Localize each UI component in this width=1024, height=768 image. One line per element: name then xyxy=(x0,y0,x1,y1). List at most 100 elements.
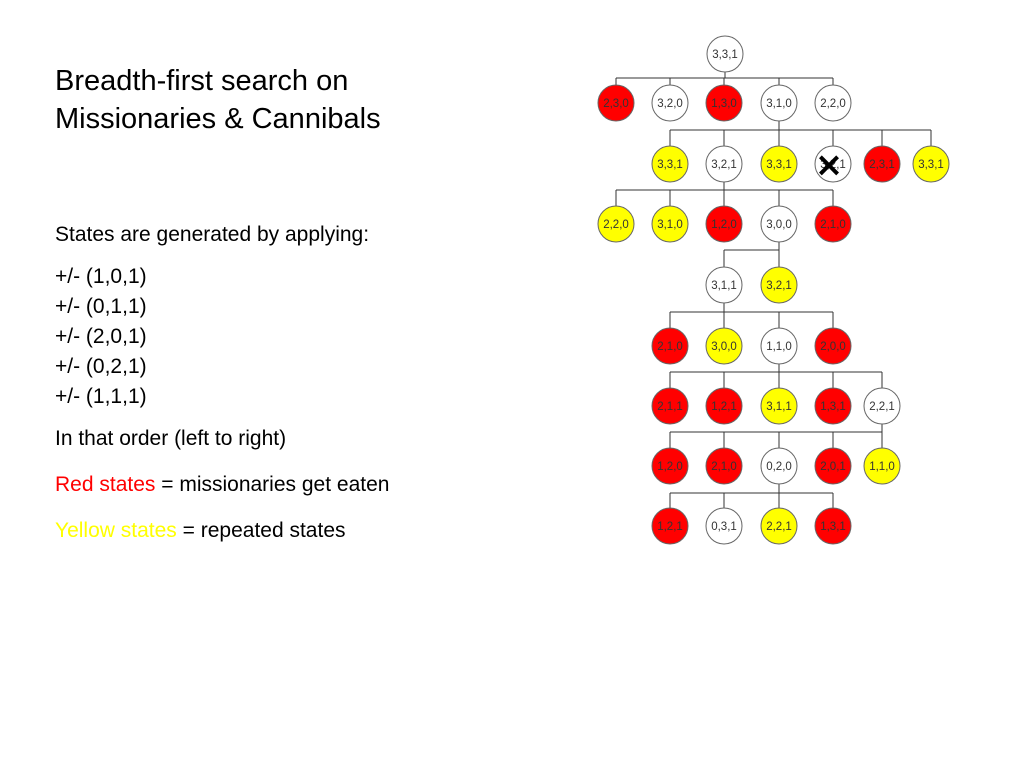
node-circle xyxy=(705,447,743,485)
node-circle xyxy=(651,84,689,122)
tree-node-red: 2,1,0 xyxy=(651,327,689,365)
tree-node-white: 2,2,1 xyxy=(863,387,901,425)
node-label: 3,3,1 xyxy=(918,159,944,171)
node-circle xyxy=(814,447,852,485)
tree-node-yellow: 2,2,1 xyxy=(760,507,798,545)
tree-node-yellow: 3,2,1 xyxy=(760,266,798,304)
node-circle xyxy=(705,266,743,304)
red-legend-term: Red states xyxy=(55,473,156,496)
node-label: 2,0,1 xyxy=(820,461,846,473)
node-label: 2,1,1 xyxy=(657,401,683,413)
cross-icon: × xyxy=(815,145,844,185)
node-circle xyxy=(705,145,743,183)
node-label: 1,2,1 xyxy=(711,401,737,413)
node-label: 2,3,0 xyxy=(603,98,629,110)
tree-node-red: 2,1,0 xyxy=(705,447,743,485)
node-circle xyxy=(651,507,689,545)
node-label: 3,3,1 xyxy=(657,159,683,171)
operator-item: +/- (2,0,1) xyxy=(55,325,147,348)
tree-node-red: 1,2,1 xyxy=(705,387,743,425)
operator-item: +/- (0,1,1) xyxy=(55,295,147,318)
node-label: 1,1,0 xyxy=(766,341,792,353)
node-label: 3,2,0 xyxy=(657,98,683,110)
tree-node-red: 2,1,1 xyxy=(651,387,689,425)
node-label: 3,2,1 xyxy=(766,280,792,292)
tree-node-white: 1,1,0 xyxy=(760,327,798,365)
tree-node-yellow: 3,0,0 xyxy=(705,327,743,365)
node-label: 2,1,0 xyxy=(711,461,737,473)
node-circle xyxy=(651,205,689,243)
node-circle xyxy=(705,327,743,365)
tree-node-red: 1,2,0 xyxy=(705,205,743,243)
node-label: 3,3,1 xyxy=(766,159,792,171)
operator-item: +/- (1,0,1) xyxy=(55,265,147,288)
node-circle xyxy=(760,145,798,183)
node-label: 3,1,0 xyxy=(657,219,683,231)
tree-node-yellow: 3,3,1 xyxy=(651,145,689,183)
node-circle xyxy=(814,205,852,243)
tree-node-red: 1,2,0 xyxy=(651,447,689,485)
node-label: 3,3,1 xyxy=(712,49,738,61)
tree-node-yellow: 3,3,1 xyxy=(760,145,798,183)
tree-node-white: 3,2,1 xyxy=(705,145,743,183)
node-circle xyxy=(597,84,635,122)
node-label: 2,0,0 xyxy=(820,341,846,353)
node-label: 2,2,0 xyxy=(603,219,629,231)
node-circle xyxy=(760,447,798,485)
slide-title: Breadth-first search on Missionaries & C… xyxy=(55,62,525,138)
tree-node-red: 1,3,1 xyxy=(814,507,852,545)
node-label: 0,2,0 xyxy=(766,461,792,473)
title-line-1: Breadth-first search on xyxy=(55,65,349,97)
node-label: 3,2,1 xyxy=(820,159,846,171)
node-label: 0,3,1 xyxy=(711,521,737,533)
tree-node-red: 2,3,0 xyxy=(597,84,635,122)
tree-node-red: 2,1,0 xyxy=(814,205,852,243)
tree-node-white: 3,3,1 xyxy=(706,35,744,73)
node-circle xyxy=(814,507,852,545)
node-circle xyxy=(814,145,852,183)
node-circle xyxy=(760,387,798,425)
node-label: 2,2,0 xyxy=(820,98,846,110)
tree-node-white: 3,0,0 xyxy=(760,205,798,243)
tree-node-red: 1,3,1 xyxy=(814,387,852,425)
node-circle xyxy=(651,387,689,425)
tree-node-white: 3,2,1× xyxy=(814,145,852,185)
tree-node-white: 3,1,1 xyxy=(705,266,743,304)
tree-node-white: 3,1,0 xyxy=(760,84,798,122)
node-label: 1,3,1 xyxy=(820,521,846,533)
red-legend: Red states = missionaries get eaten xyxy=(55,470,525,500)
tree-node-red: 1,2,1 xyxy=(651,507,689,545)
operator-item: +/- (0,2,1) xyxy=(55,355,147,378)
node-circle xyxy=(706,35,744,73)
node-label: 1,3,0 xyxy=(711,98,737,110)
tree-node-red: 2,0,1 xyxy=(814,447,852,485)
tree-node-white: 0,3,1 xyxy=(705,507,743,545)
node-circle xyxy=(705,205,743,243)
tree-node-white: 3,2,0 xyxy=(651,84,689,122)
tree-node-white: 2,2,0 xyxy=(814,84,852,122)
node-circle xyxy=(760,205,798,243)
tree-node-yellow: 1,1,0 xyxy=(863,447,901,485)
yellow-legend-term: Yellow states xyxy=(55,519,177,542)
node-label: 1,2,0 xyxy=(711,219,737,231)
operator-item: +/- (1,1,1) xyxy=(55,385,147,408)
node-circle xyxy=(814,84,852,122)
tree-node-red: 2,0,0 xyxy=(814,327,852,365)
node-circle xyxy=(760,84,798,122)
tree-nodes: 3,3,1 2,3,0 3,2,0 1,3,0 3,1,0 2,2,0 3,3,1 3,2,1… xyxy=(597,35,950,545)
tree-node-red: 2,3,1 xyxy=(863,145,901,183)
node-circle xyxy=(597,205,635,243)
node-circle xyxy=(760,327,798,365)
node-label: 2,1,0 xyxy=(657,341,683,353)
node-circle xyxy=(651,145,689,183)
node-label: 2,1,0 xyxy=(820,219,846,231)
node-circle xyxy=(760,507,798,545)
node-label: 2,3,1 xyxy=(869,159,895,171)
node-label: 3,1,0 xyxy=(766,98,792,110)
node-circle xyxy=(814,387,852,425)
node-label: 1,3,1 xyxy=(820,401,846,413)
node-label: 3,0,0 xyxy=(766,219,792,231)
node-label: 3,1,1 xyxy=(711,280,737,292)
